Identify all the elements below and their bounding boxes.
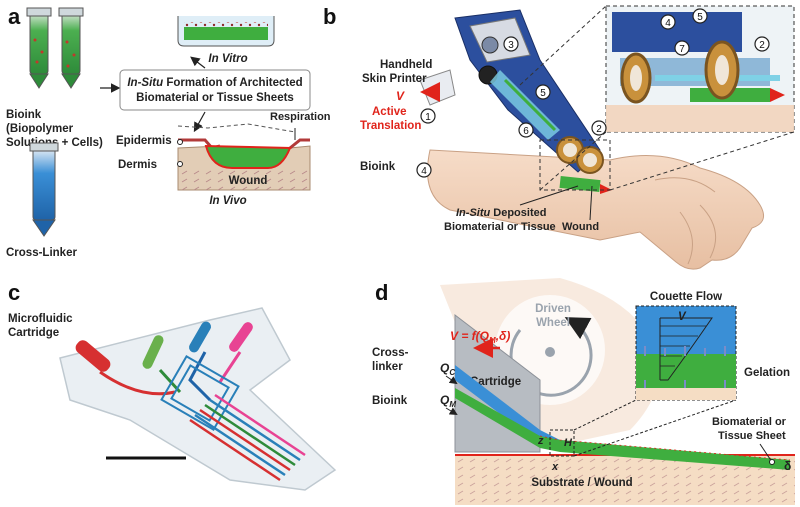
- delta-label: δ: [784, 459, 791, 473]
- microfluidic-cartridge: [59, 307, 337, 491]
- callout-4: 4: [416, 162, 432, 178]
- panel-b-letter: b: [323, 4, 336, 29]
- bioink-label-b: Bioink: [360, 161, 396, 173]
- couette-label: Couette Flow: [650, 291, 722, 303]
- svg-text:1: 1: [425, 112, 431, 123]
- svg-text:7: 7: [679, 44, 685, 55]
- formation-box: [119, 69, 311, 111]
- petri-dish: [177, 16, 275, 47]
- x-axis: x: [551, 461, 559, 473]
- panel-c: c Microfluidic Cartridge: [8, 280, 337, 491]
- panel-d: d Driven Wheel Substrate / Wound Cartrid…: [372, 278, 795, 505]
- bioink-sub1: (Biopolymer: [6, 123, 74, 135]
- sheet-label-2: Tissue Sheet: [718, 430, 786, 442]
- respiration-label: Respiration: [270, 111, 331, 123]
- callout-2: 2: [591, 120, 607, 136]
- deposited-label: In-Situ Deposited: [456, 207, 546, 219]
- callout-6: 6: [518, 122, 534, 138]
- handheld-label: Handheld: [380, 59, 432, 71]
- svg-text:6: 6: [523, 126, 529, 137]
- bioink-label: Bioink: [6, 109, 42, 121]
- panel-b: b: [323, 4, 795, 270]
- svg-text:4: 4: [421, 166, 427, 177]
- couette-v: V: [678, 311, 687, 323]
- bioink-label-d: Bioink: [372, 395, 408, 407]
- svg-text:2: 2: [759, 40, 765, 51]
- substrate-label: Substrate / Wound: [531, 477, 632, 489]
- forearm: [427, 149, 765, 270]
- wheel-label: Wheel: [536, 317, 570, 329]
- z-axis: z: [537, 435, 544, 447]
- bioink-tube-right: [58, 7, 84, 89]
- svg-text:2: 2: [596, 124, 602, 135]
- panel-a-letter: a: [8, 4, 21, 29]
- callout-3: 3: [503, 36, 519, 52]
- h-label: H: [564, 437, 573, 449]
- zoom-inset: [605, 5, 795, 133]
- deposited-sub: Biomaterial or Tissue: [444, 221, 556, 233]
- svg-text:3: 3: [508, 40, 514, 51]
- couette-inset: [635, 305, 737, 401]
- cell-dots: [33, 38, 76, 68]
- sheet-label-1: Biomaterial or: [712, 416, 787, 428]
- crosslinker-label-d1: Cross-: [372, 347, 409, 359]
- bioink-tube-left: [26, 7, 52, 89]
- bioink-flow: [455, 388, 790, 470]
- panel-a: a Bioink (Biopolymer Solutions + Cells) …: [6, 4, 331, 259]
- callout-7-inset: 7: [674, 40, 690, 56]
- dermis-label: Dermis: [118, 159, 157, 171]
- svg-text:4: 4: [665, 18, 671, 29]
- velocity-equation: V = f(QM,δ): [450, 329, 510, 345]
- svg-text:5: 5: [697, 12, 703, 23]
- wound-label: Wound: [229, 175, 268, 187]
- cartridge-title-2: Cartridge: [8, 327, 59, 339]
- crosslinker-tube: [29, 142, 59, 237]
- cartridge-label: Cartridge: [470, 376, 521, 388]
- cartridge-title: Microfluidic: [8, 313, 73, 325]
- callout-1: 1: [420, 108, 436, 124]
- epidermis-label: Epidermis: [116, 135, 172, 147]
- in-vivo-label: In Vivo: [209, 195, 246, 207]
- gelation-label: Gelation: [744, 367, 790, 379]
- callout-2-inset: 2: [754, 36, 770, 52]
- callout-5: 5: [535, 84, 551, 100]
- skin-printer-label: Skin Printer: [362, 73, 427, 85]
- wound-label-b: Wound: [562, 221, 599, 233]
- velocity-v: V: [396, 89, 405, 103]
- skin-cross-section: [177, 123, 311, 191]
- svg-text:5: 5: [540, 88, 546, 99]
- formation-subtitle: Biomaterial or Tissue Sheets: [136, 92, 294, 104]
- active-label: Active: [372, 106, 407, 118]
- crosslinker-label-d2: linker: [372, 361, 403, 373]
- panel-d-letter: d: [375, 280, 388, 305]
- driven-label: Driven: [535, 303, 571, 315]
- qm-label: QM: [440, 393, 456, 409]
- handheld-printer: [419, 9, 604, 174]
- callout-5-inset: 5: [692, 8, 708, 24]
- formation-title: In-Situ Formation of Architected: [127, 77, 302, 89]
- translation-label: Translation: [360, 120, 421, 132]
- qc-label: QC: [440, 361, 455, 377]
- crosslinker-label: Cross-Linker: [6, 247, 77, 259]
- panel-c-letter: c: [8, 280, 20, 305]
- in-vitro-label: In Vitro: [208, 53, 247, 65]
- callout-4-inset: 4: [660, 14, 676, 30]
